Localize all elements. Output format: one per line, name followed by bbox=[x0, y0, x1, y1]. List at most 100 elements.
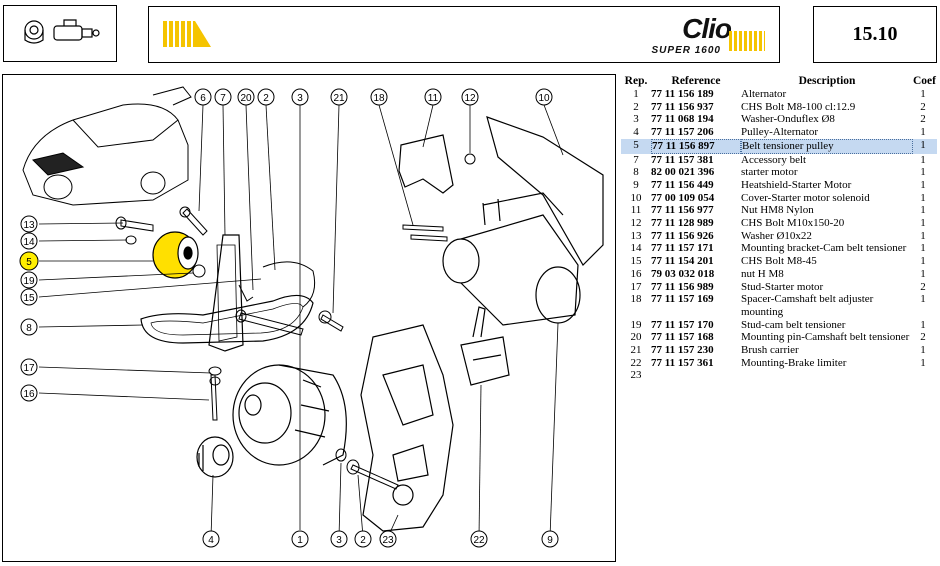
callout-10: 10 bbox=[535, 88, 553, 106]
callout-21: 21 bbox=[330, 88, 348, 106]
svg-text:19: 19 bbox=[23, 276, 35, 287]
callout-20: 20 bbox=[237, 88, 255, 106]
car-sketch bbox=[22, 86, 192, 206]
cell-reference: 79 03 032 018 bbox=[651, 267, 715, 280]
callout-23: 23 bbox=[379, 530, 397, 548]
cell-rep: 17 bbox=[630, 280, 642, 293]
starter-motor bbox=[442, 192, 581, 326]
callout-8: 8 bbox=[20, 318, 38, 336]
brand-banner: Clio SUPER 1600 bbox=[148, 6, 780, 63]
svg-text:8: 8 bbox=[26, 323, 32, 334]
svg-text:4: 4 bbox=[208, 535, 214, 546]
cell-description: Mounting-Brake limiter bbox=[741, 356, 847, 369]
callout-5-highlighted: 5 bbox=[19, 251, 39, 271]
cell-coef: 1 bbox=[920, 126, 926, 139]
accessory-belt bbox=[208, 234, 244, 352]
cell-reference: 77 11 128 989 bbox=[651, 217, 714, 230]
mounting-bracket bbox=[360, 324, 454, 532]
cell-coef: 1 bbox=[920, 229, 926, 242]
cell-rep: 11 bbox=[630, 204, 642, 217]
header-rep: Rep. bbox=[624, 75, 648, 87]
cell-rep: 10 bbox=[630, 191, 642, 204]
cell-reference: 77 11 156 937 bbox=[651, 100, 714, 113]
svg-text:2: 2 bbox=[360, 535, 366, 546]
cell-coef: 1 bbox=[920, 138, 926, 151]
parts-row[interactable]: 23 bbox=[621, 369, 937, 382]
svg-text:11: 11 bbox=[428, 93, 439, 104]
cell-rep: 1 bbox=[633, 88, 639, 100]
cell-coef: 1 bbox=[920, 88, 926, 100]
cell-reference: 77 11 157 171 bbox=[651, 242, 714, 255]
svg-text:1: 1 bbox=[297, 535, 303, 546]
svg-text:15: 15 bbox=[23, 293, 35, 304]
logo-stripes bbox=[729, 31, 765, 51]
cell-reference: 77 11 157 230 bbox=[651, 344, 714, 357]
svg-text:13: 13 bbox=[23, 220, 35, 231]
svg-text:23: 23 bbox=[382, 535, 394, 546]
cell-rep: 22 bbox=[630, 356, 642, 369]
cell-reference: 77 00 109 054 bbox=[651, 191, 715, 204]
cell-rep: 7 bbox=[633, 153, 639, 166]
callout-13: 13 bbox=[20, 215, 38, 233]
cell-coef: 1 bbox=[920, 293, 926, 306]
cell-description: CHS Bolt M8-45 bbox=[741, 255, 817, 268]
cell-rep: 15 bbox=[630, 255, 642, 268]
cell-rep: 20 bbox=[630, 331, 642, 344]
callout-18: 18 bbox=[370, 88, 388, 106]
svg-text:10: 10 bbox=[538, 93, 550, 104]
cell-coef: 1 bbox=[920, 178, 926, 191]
svg-text:18: 18 bbox=[373, 93, 385, 104]
callout-15: 15 bbox=[20, 288, 38, 306]
callout-9: 9 bbox=[541, 530, 559, 548]
cell-description: Brush carrier bbox=[741, 344, 799, 357]
cell-rep: 9 bbox=[633, 178, 639, 191]
cell-coef: 1 bbox=[920, 217, 926, 230]
callouts: 6 7 20 2 3 21 18 11 12 10 13 14 5 19 15 … bbox=[19, 88, 559, 548]
cell-reference: 77 11 068 194 bbox=[651, 113, 714, 126]
cell-reference: 77 11 156 897 bbox=[651, 138, 741, 154]
cell-rep: 19 bbox=[630, 318, 642, 331]
svg-text:21: 21 bbox=[333, 93, 345, 104]
cell-reference: 77 11 156 449 bbox=[651, 178, 714, 191]
svg-text:3: 3 bbox=[336, 535, 342, 546]
cell-reference: 77 11 157 206 bbox=[651, 126, 714, 139]
callout-4: 4 bbox=[202, 530, 220, 548]
cell-coef: 1 bbox=[920, 344, 926, 357]
cell-description bbox=[741, 369, 913, 382]
long-belt bbox=[140, 294, 314, 344]
brand-variant-logo: SUPER 1600 bbox=[651, 45, 721, 56]
cell-description: starter motor bbox=[741, 166, 798, 179]
cell-description: Spacer-Camshaft belt adjuster mounting bbox=[741, 293, 874, 318]
cell-description: Alternator bbox=[741, 88, 787, 100]
cell-reference: 77 11 157 169 bbox=[651, 293, 714, 306]
cell-rep: 13 bbox=[630, 229, 642, 242]
cell-reference: 77 11 156 926 bbox=[651, 229, 714, 242]
yellow-stripe-block bbox=[163, 21, 195, 47]
svg-text:7: 7 bbox=[220, 93, 226, 104]
callout-1: 1 bbox=[291, 530, 309, 548]
brand-model-logo: Clio bbox=[682, 13, 732, 44]
callout-2-top: 2 bbox=[257, 88, 275, 106]
callout-12: 12 bbox=[461, 88, 479, 106]
